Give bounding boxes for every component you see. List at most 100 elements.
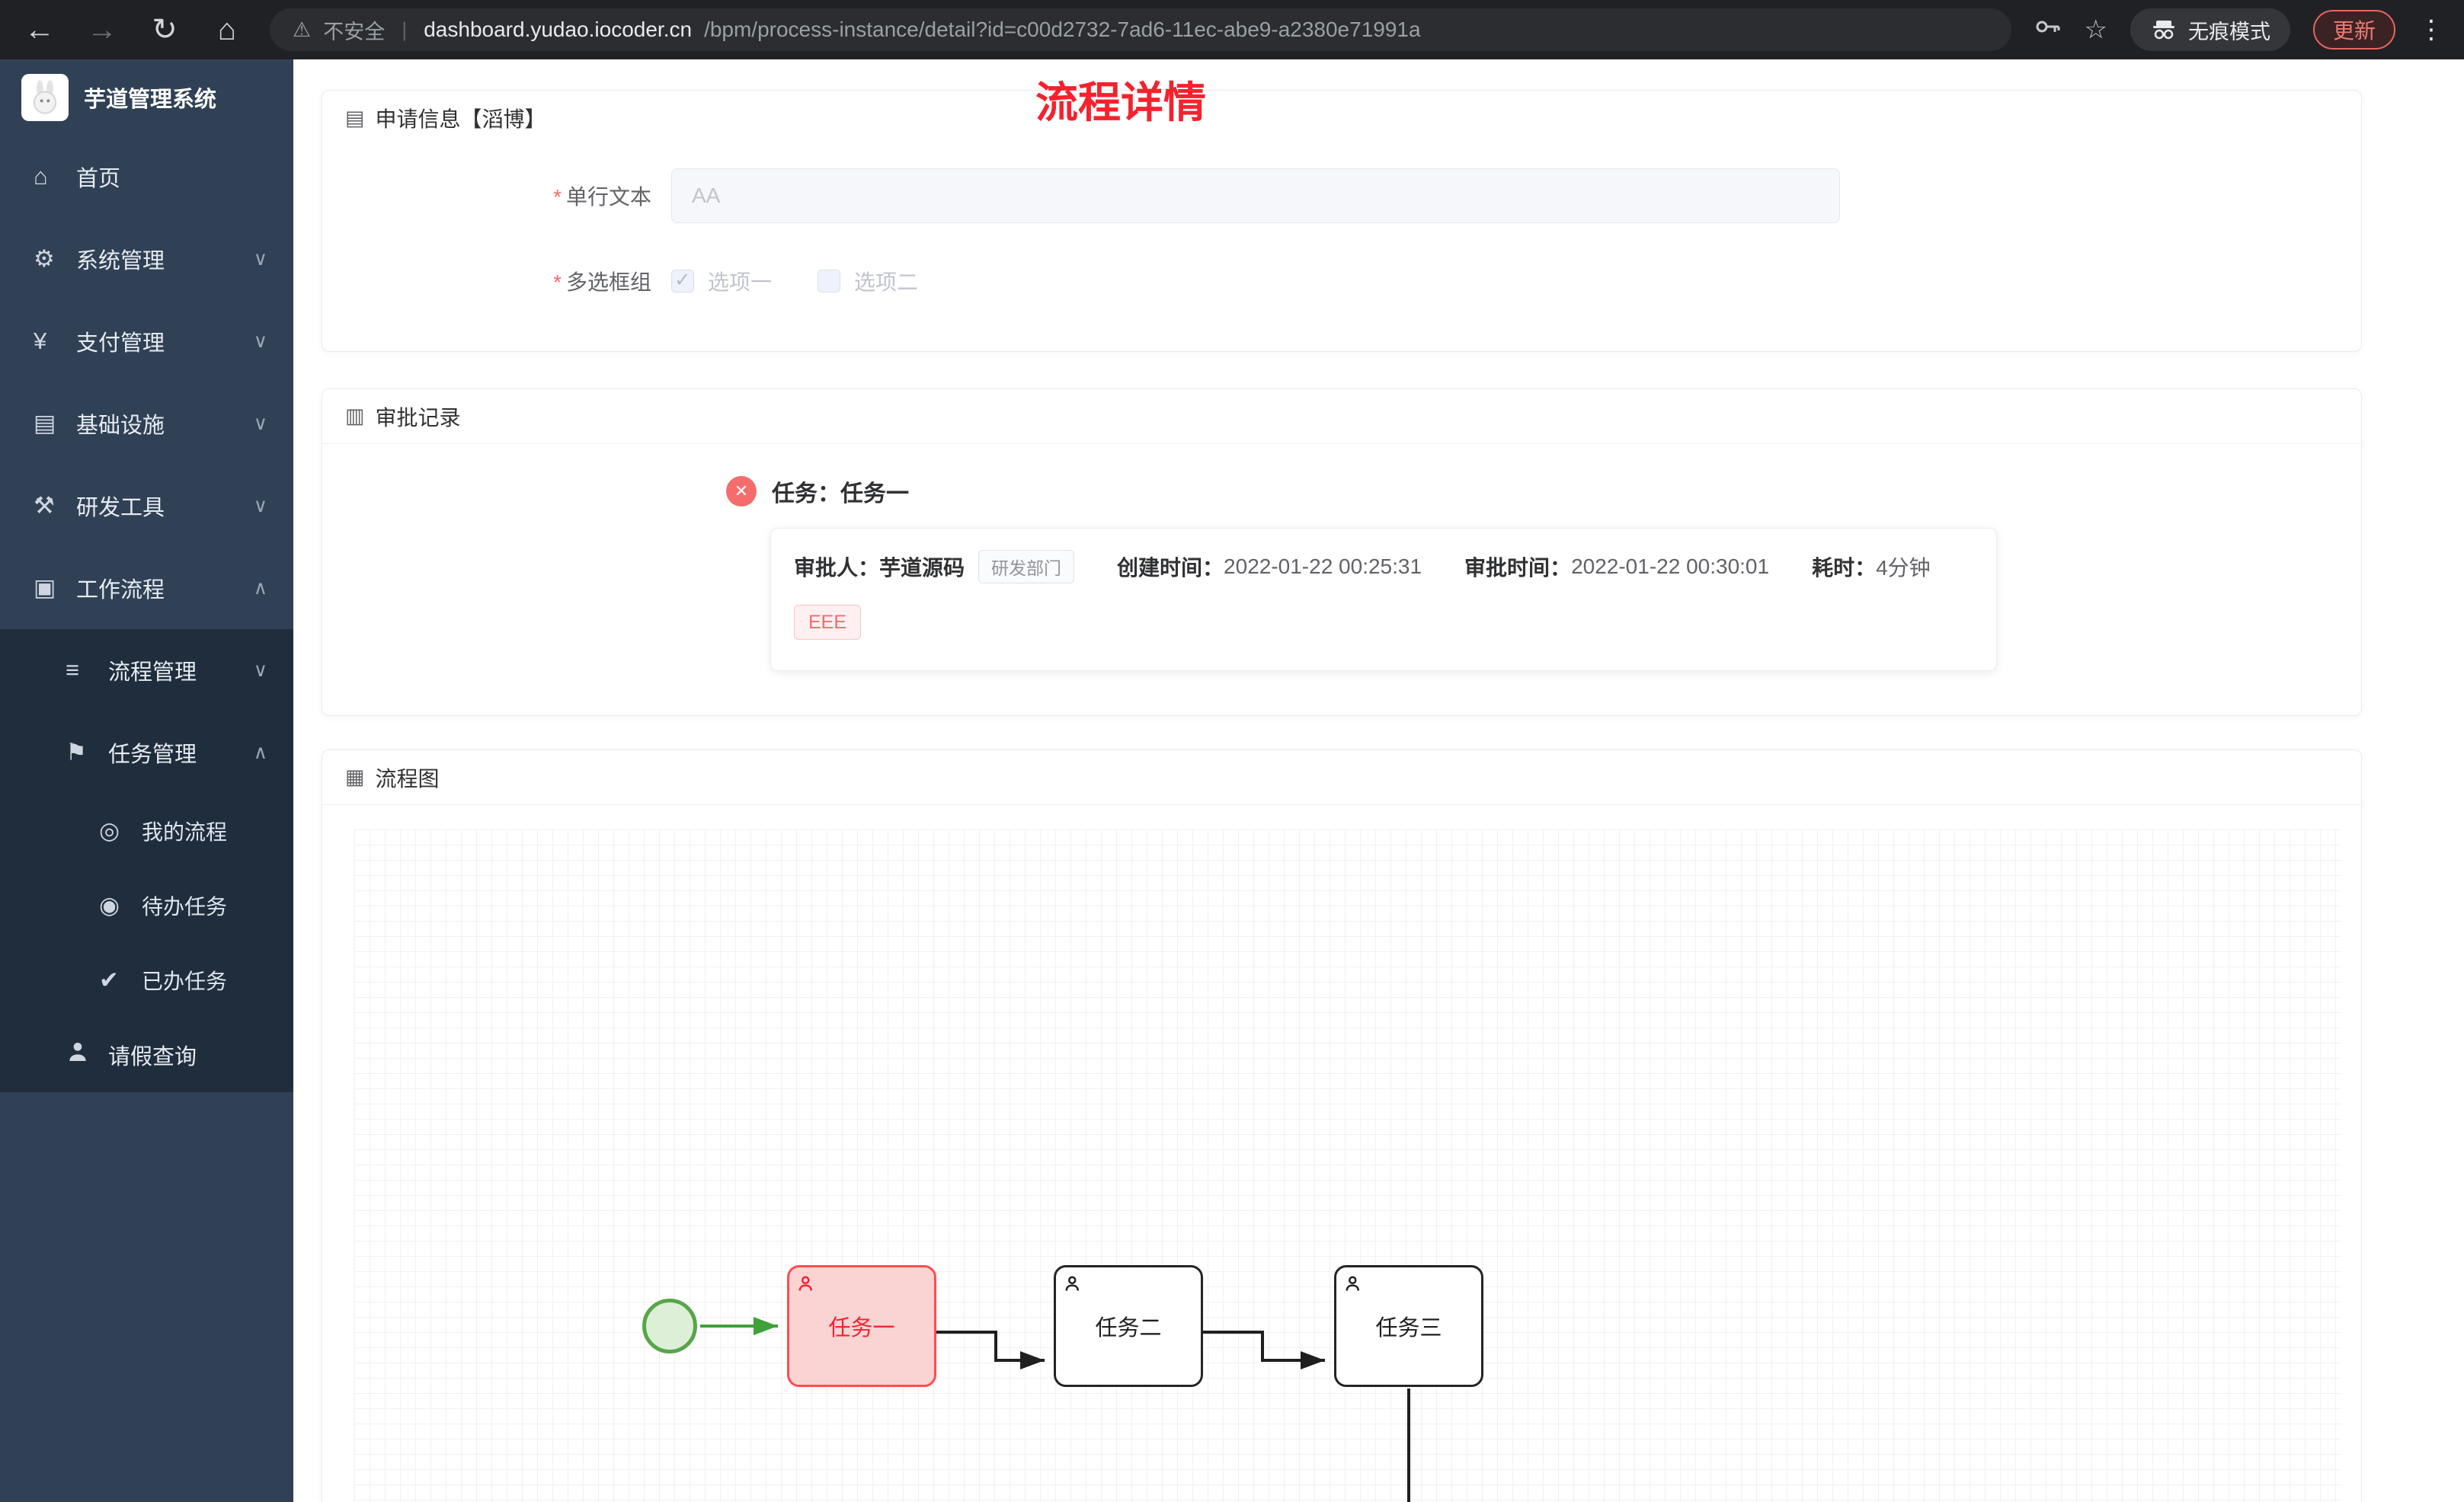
chevron-up-icon: ∧ — [253, 577, 267, 599]
url-divider: | — [402, 18, 408, 41]
chevron-up-icon: ∧ — [253, 742, 267, 763]
my-process-icon: ◎ — [99, 817, 120, 844]
todo-task-icon: ◉ — [99, 892, 120, 919]
forward-icon[interactable]: → — [87, 12, 117, 46]
incognito-profile-chip[interactable]: 无痕模式 — [2130, 8, 2290, 51]
sidebar-item-label: 工作流程 — [76, 578, 165, 602]
chevron-down-icon: ∨ — [253, 413, 267, 434]
approval-record-card: ▥ 审批记录 ✕ 任务：任务一 审批人： 芋道源码 研发部门 创建时间： 202… — [322, 388, 2362, 716]
app-title: 芋道管理系统 — [84, 88, 217, 112]
apply-info-card: ▤ 申请信息【滔博】 *单行文本 AA *多选框组 选项一 选项二 — [322, 90, 2362, 352]
sidebar-item-process-management[interactable]: ≡ 流程管理 ∨ — [0, 629, 293, 711]
chevron-down-icon: ∨ — [253, 660, 267, 681]
created-time: 2022-01-22 00:25:31 — [1224, 554, 1422, 578]
bpmn-task-2[interactable]: 任务二 — [1054, 1265, 1203, 1387]
input-placeholder: AA — [692, 184, 721, 207]
field-label: *单行文本 — [553, 185, 651, 209]
sidebar: 芋道管理系统 ⌂ 首页 ⚙ 系统管理 ∨ ¥ 支付管理 ∨ ▤ 基础设施 ∨ ⚒… — [0, 59, 293, 1502]
sidebar-item-my-process[interactable]: ◎ 我的流程 — [0, 794, 293, 868]
task-label: 任务二 — [1095, 1316, 1162, 1341]
duration-label: 耗时： — [1812, 556, 1877, 580]
required-asterisk: * — [553, 185, 562, 209]
sidebar-item-label: 研发工具 — [76, 496, 165, 520]
back-icon[interactable]: ← — [24, 12, 55, 46]
sidebar-item-infrastructure[interactable]: ▤ 基础设施 ∨ — [0, 382, 293, 465]
chevron-down-icon: ∨ — [253, 495, 267, 516]
sidebar-item-label: 基础设施 — [76, 414, 165, 438]
gear-icon: ⚙ — [34, 245, 55, 272]
field-label: *多选框组 — [553, 270, 651, 294]
sidebar-item-system[interactable]: ⚙ 系统管理 ∨ — [0, 218, 293, 300]
bpmn-task-1[interactable]: 任务一 — [787, 1265, 936, 1387]
page-title: 流程详情 — [1035, 78, 1206, 126]
address-bar[interactable]: ⚠ 不安全 | dashboard.yudao.iocoder.cn/bpm/p… — [270, 8, 2011, 51]
leave-query-person-icon — [66, 1040, 108, 1070]
update-label: 更新 — [2332, 19, 2376, 43]
profile-label: 无痕模式 — [2187, 20, 2270, 43]
user-task-icon — [1065, 1276, 1079, 1291]
chevron-down-icon: ∨ — [253, 248, 267, 270]
sidebar-item-label: 待办任务 — [142, 895, 228, 919]
bpmn-start-event[interactable] — [642, 1299, 697, 1353]
sidebar-item-task-management[interactable]: ⚑ 任务管理 ∧ — [0, 711, 293, 794]
process-diagram-title: 流程图 — [375, 766, 440, 791]
menu-kebab-icon[interactable]: ⋮ — [2418, 15, 2444, 44]
infrastructure-icon: ▤ — [34, 410, 56, 436]
sidebar-item-todo-task[interactable]: ◉ 待办任务 — [0, 868, 293, 943]
process-management-icon: ≡ — [66, 657, 80, 683]
bpmn-task-3[interactable]: 任务三 — [1334, 1265, 1483, 1387]
diagram-icon: ▦ — [345, 765, 365, 788]
checkbox-option1[interactable] — [671, 268, 694, 292]
password-key-icon[interactable] — [2034, 13, 2062, 47]
sidebar-item-label: 请假查询 — [108, 1045, 197, 1069]
bookmark-star-icon[interactable]: ☆ — [2084, 15, 2107, 44]
task-management-icon: ⚑ — [66, 739, 87, 765]
approver-name: 芋道源码 — [879, 556, 965, 580]
bpmn-canvas[interactable]: 任务一 任务二 任务三 — [354, 829, 2341, 1502]
sidebar-item-label: 系统管理 — [76, 249, 165, 273]
sidebar-item-leave-query[interactable]: 请假查询 — [0, 1018, 293, 1092]
checkbox-option2[interactable] — [818, 270, 841, 292]
sidebar-item-label: 我的流程 — [142, 820, 228, 844]
sidebar-item-done-task[interactable]: ✔ 已办任务 — [0, 943, 293, 1018]
document-icon: ▤ — [345, 106, 365, 129]
form-row-text: *单行文本 AA — [322, 168, 2361, 223]
sidebar-item-devtools[interactable]: ⚒ 研发工具 ∨ — [0, 465, 293, 547]
update-button[interactable]: 更新 — [2312, 10, 2395, 50]
sidebar-item-label: 首页 — [76, 167, 121, 191]
checkbox-option1-label: 选项一 — [708, 270, 773, 294]
dashboard-icon: ⌂ — [34, 163, 48, 190]
apply-info-title: 申请信息【滔博】 — [375, 107, 546, 131]
warning-icon: ⚠ — [293, 18, 312, 41]
url-path: /bpm/process-instance/detail?id=c00d2732… — [704, 18, 1421, 41]
chevron-down-icon: ∨ — [253, 331, 267, 352]
single-line-text-input[interactable]: AA — [671, 168, 1840, 223]
reload-icon[interactable]: ↻ — [152, 13, 178, 46]
workflow-icon: ▣ — [34, 574, 56, 601]
home-icon[interactable]: ⌂ — [217, 12, 237, 46]
approval-detail-box: 审批人： 芋道源码 研发部门 创建时间： 2022-01-22 00:25:31… — [770, 528, 1997, 671]
sidebar-item-label: 已办任务 — [142, 970, 228, 993]
approved-time: 2022-01-22 00:30:01 — [1571, 554, 1770, 578]
sidebar-item-home[interactable]: ⌂ 首页 — [0, 136, 293, 218]
approval-detail-line: 审批人： 芋道源码 研发部门 创建时间： 2022-01-22 00:25:31… — [794, 550, 1973, 583]
task-error-icon: ✕ — [726, 476, 757, 507]
bpmn-edges — [700, 1317, 1410, 1502]
incognito-icon — [2152, 21, 2174, 40]
required-asterisk: * — [553, 270, 562, 294]
sidebar-item-workflow[interactable]: ▣ 工作流程 ∧ — [0, 547, 293, 629]
record-icon: ▥ — [345, 404, 365, 427]
sidebar-item-payment[interactable]: ¥ 支付管理 ∨ — [0, 300, 293, 382]
done-task-icon: ✔ — [99, 967, 119, 993]
process-diagram-header: ▦ 流程图 — [322, 750, 2361, 805]
url-host: dashboard.yudao.iocoder.cn — [424, 18, 693, 41]
apply-info-header: ▤ 申请信息【滔博】 — [322, 91, 2361, 145]
user-task-icon — [1346, 1276, 1359, 1291]
task-title: 任务：任务一 — [772, 481, 909, 507]
main-content: 流程详情 ▤ 申请信息【滔博】 *单行文本 AA *多选框组 选项一 选项二 — [293, 59, 2464, 1502]
payment-icon: ¥ — [34, 328, 47, 354]
checkbox-option2-label: 选项二 — [854, 270, 919, 294]
approval-record-header: ▥ 审批记录 — [322, 389, 2361, 444]
app-logo — [21, 74, 69, 121]
task-label: 任务一 — [828, 1316, 895, 1341]
